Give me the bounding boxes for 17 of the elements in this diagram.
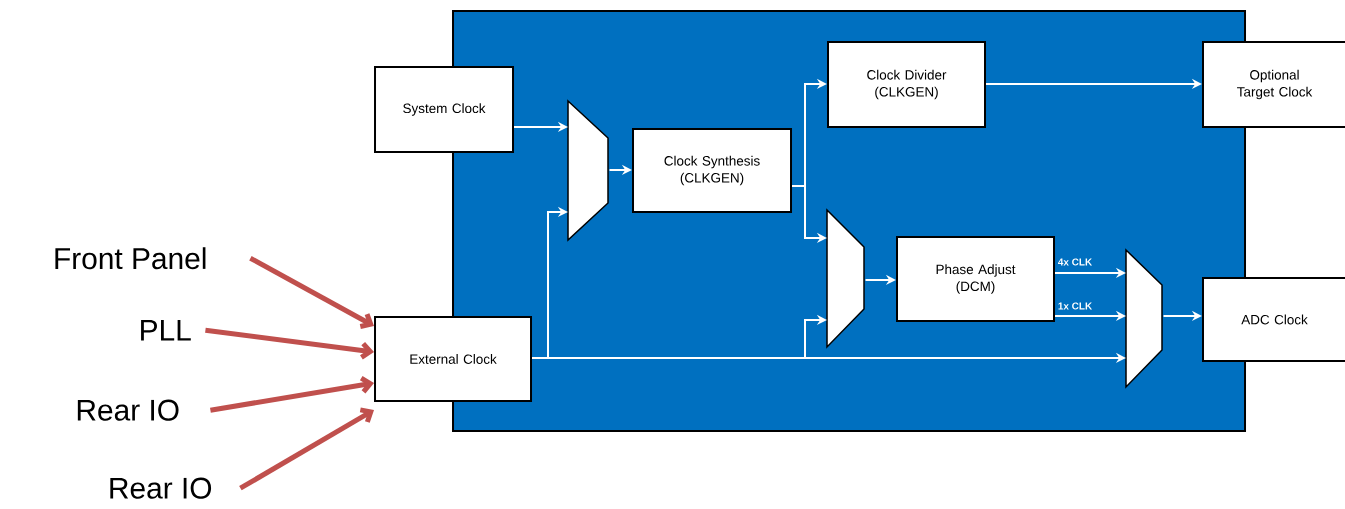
block-box: Optional Target Clock bbox=[1202, 41, 1345, 128]
arrow bbox=[239, 407, 374, 491]
block-box: ADC Clock bbox=[1202, 277, 1345, 362]
source-label: Rear IO bbox=[77, 399, 179, 421]
block-box: Phase Adjust (DCM) bbox=[896, 236, 1055, 322]
edge-label: 1x CLK bbox=[1056, 301, 1094, 311]
block-box: Clock Divider (CLKGEN) bbox=[827, 41, 986, 128]
block-box: External Clock bbox=[374, 316, 532, 402]
block-box: Clock Synthesis (CLKGEN) bbox=[632, 128, 792, 213]
arrow bbox=[210, 375, 374, 413]
source-label: Rear IO bbox=[110, 477, 212, 499]
source-label: Front Panel bbox=[55, 247, 206, 270]
arrow bbox=[249, 256, 374, 329]
block-box: System Clock bbox=[374, 66, 514, 153]
source-label: PLL bbox=[141, 319, 191, 341]
arrow bbox=[205, 327, 374, 360]
edge-label: 4x CLK bbox=[1056, 257, 1094, 267]
